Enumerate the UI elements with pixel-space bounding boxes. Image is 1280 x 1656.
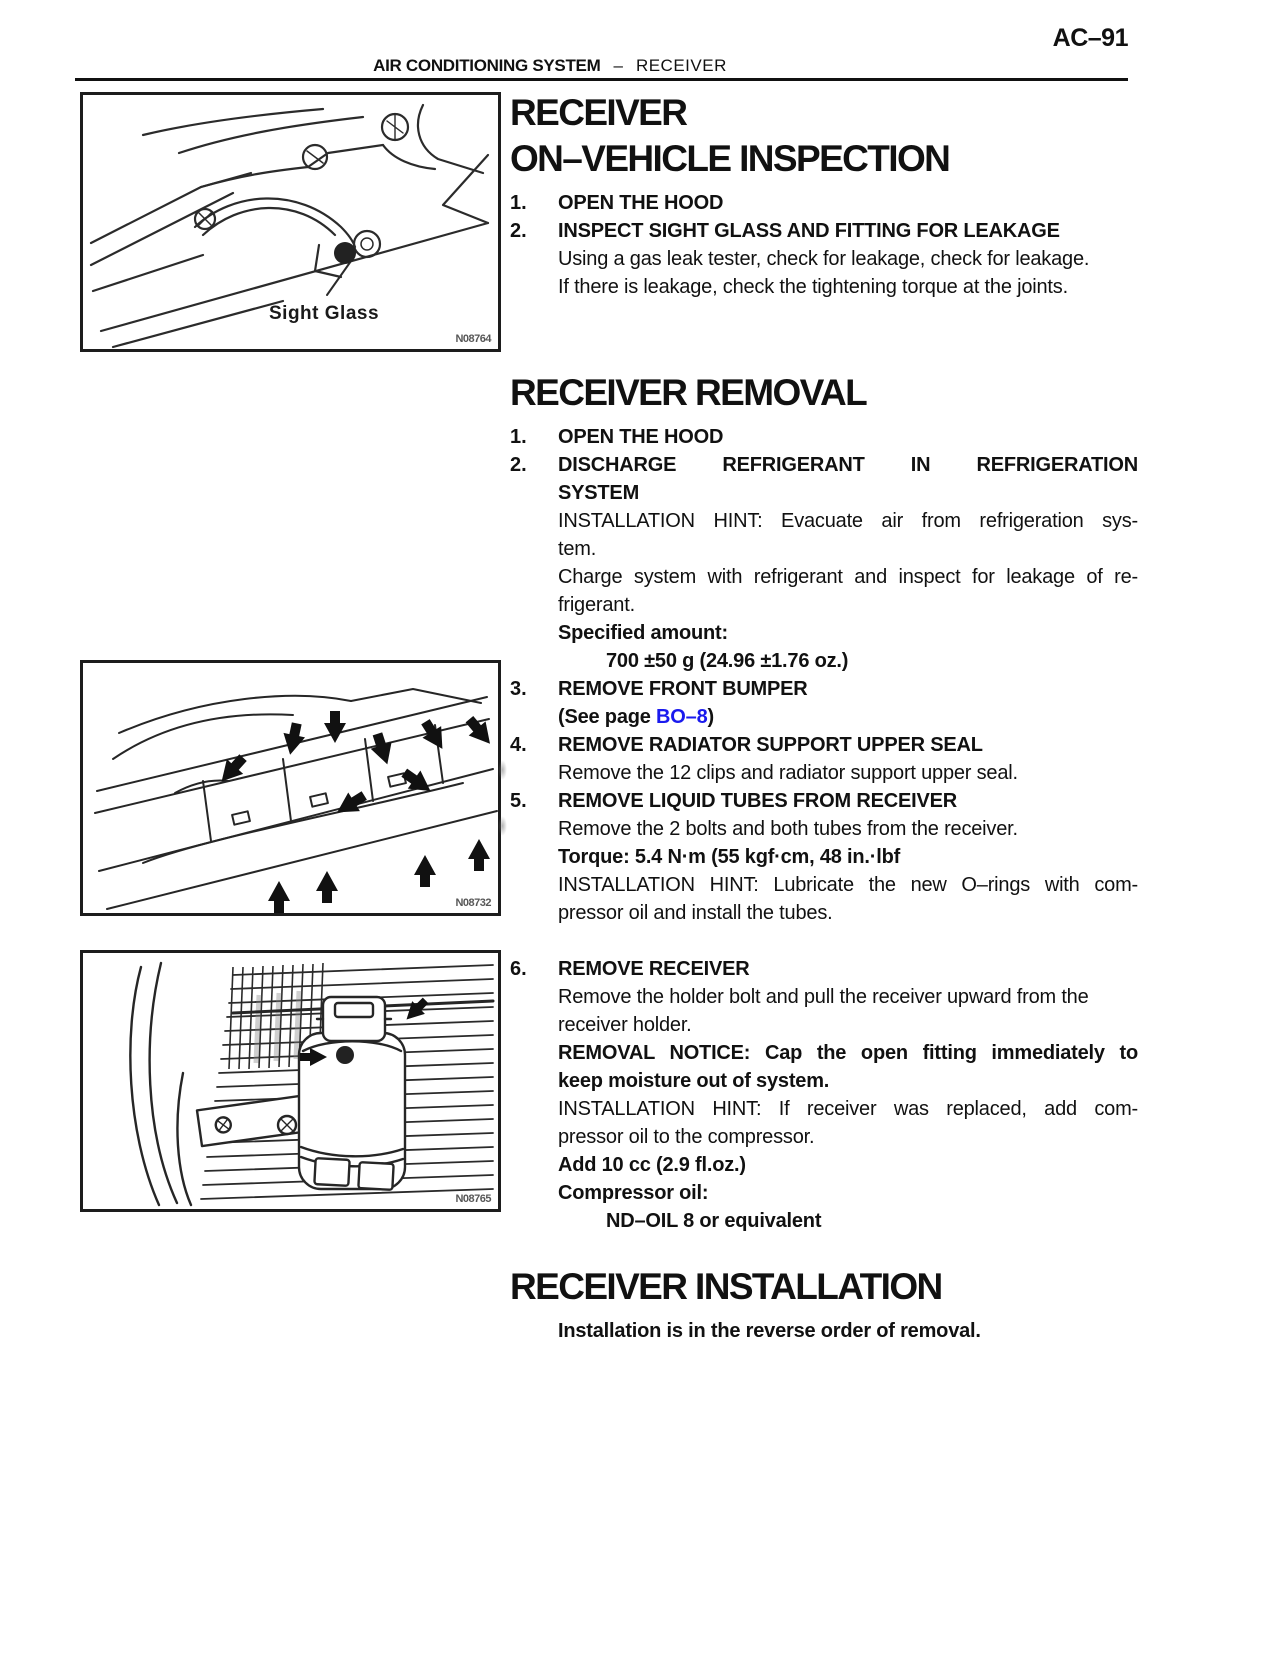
spec-value: 700 ±50 g (24.96 ±1.76 oz.) — [606, 650, 849, 672]
header-rule — [75, 78, 1128, 81]
step-heading: REMOVE RECEIVER — [558, 958, 750, 980]
scan-artifact — [498, 760, 507, 780]
section-title-receiver-removal: RECEIVER REMOVAL — [510, 372, 868, 413]
removal-step-6: 6. REMOVE RECEIVER Remove the holder bol… — [510, 955, 1142, 1235]
see-page-suffix: ) — [707, 706, 715, 728]
receiver-arrows — [300, 997, 429, 1066]
step-heading: OPEN THE HOOD — [558, 192, 724, 214]
step-body-line: If there is leakage, check the tightenin… — [558, 276, 1068, 298]
figure3-code: N08765 — [455, 1193, 491, 1205]
figure2-code: N08732 — [455, 897, 491, 909]
installation-hint-line: INSTALLATION HINT: Lubricate the new O–r… — [558, 874, 1138, 896]
removal-step-1: 1. OPEN THE HOOD — [510, 423, 1142, 451]
step-heading: REMOVE LIQUID TUBES FROM RECEIVER — [558, 790, 957, 812]
section-title-receiver-installation: RECEIVER INSTALLATION — [510, 1266, 943, 1307]
installation-hint-line: INSTALLATION HINT: Evacuate air from ref… — [558, 510, 1138, 532]
step-body-line: Using a gas leak tester, check for leaka… — [558, 248, 1090, 270]
removal-step-2: 2. DISCHARGE REFRIGERANT IN REFRIGERATIO… — [510, 451, 1142, 675]
see-page-line: (See page BO–8) — [558, 703, 1138, 731]
torque-spec: Torque: 5.4 N·m (55 kgf·cm, 48 in.·lbf — [558, 846, 901, 868]
compressor-oil-value: ND–OIL 8 or equivalent — [606, 1210, 822, 1232]
inspection-step-2: 2. INSPECT SIGHT GLASS AND FITTING FOR L… — [510, 217, 1142, 301]
step-body-line: frigerant. — [558, 594, 635, 616]
radiator-support-illustration — [94, 688, 498, 913]
see-page-prefix: (See page — [558, 706, 657, 728]
step-number: 3. — [510, 678, 527, 700]
page-reference-link[interactable]: BO–8 — [656, 706, 708, 728]
receiver-fitting — [336, 1046, 354, 1064]
add-oil-spec: Add 10 cc (2.9 fl.oz.) — [558, 1154, 746, 1176]
installation-hint-line: pressor oil to the compressor. — [558, 1126, 815, 1148]
section-title-receiver: RECEIVER — [510, 92, 688, 133]
step-number: 5. — [510, 790, 527, 812]
removal-notice-line: keep moisture out of system. — [558, 1070, 830, 1092]
installation-hint-line: INSTALLATION HINT: If receiver was repla… — [558, 1098, 1138, 1120]
step-heading: OPEN THE HOOD — [558, 426, 724, 448]
step-number: 1. — [510, 192, 527, 214]
step-body-line: Remove the 12 clips and radiator support… — [558, 762, 1018, 784]
spec-label: Specified amount: — [558, 622, 728, 644]
removal-step-3: 3. REMOVE FRONT BUMPER (See page BO–8) — [510, 675, 1142, 731]
step-heading: DISCHARGE REFRIGERANT IN REFRIGERATION — [558, 454, 1138, 476]
step-heading: INSPECT SIGHT GLASS AND FITTING FOR LEAK… — [558, 220, 1060, 242]
sight-glass-dot — [334, 242, 356, 264]
step-body-line: receiver holder. — [558, 1014, 692, 1036]
sight-glass-illustration: Sight Glass — [89, 103, 490, 349]
figure-radiator-support: N08732 — [80, 660, 501, 916]
step-heading: REMOVE RADIATOR SUPPORT UPPER SEAL — [558, 734, 983, 756]
step-number: 2. — [510, 220, 527, 242]
running-header: AIR CONDITIONING SYSTEM – RECEIVER — [310, 56, 790, 76]
compressor-oil-label: Compressor oil: — [558, 1182, 709, 1204]
step-body-line: Charge system with refrigerant and inspe… — [558, 566, 1138, 588]
removal-step-5: 5. REMOVE LIQUID TUBES FROM RECEIVER Rem… — [510, 787, 1142, 927]
step-number: 2. — [510, 454, 527, 476]
section-installation: RECEIVER INSTALLATION Installation is in… — [510, 1264, 1142, 1345]
section-title-on-vehicle-inspection: ON–VEHICLE INSPECTION — [510, 138, 951, 179]
running-header-dash: – — [613, 56, 623, 75]
scan-artifact — [498, 816, 507, 836]
removal-step-4: 4. REMOVE RADIATOR SUPPORT UPPER SEAL Re… — [510, 731, 1142, 787]
section-removal: RECEIVER REMOVAL 1. OPEN THE HOOD 2. DIS… — [510, 370, 1142, 1235]
figure-sight-glass: Sight Glass N08764 — [80, 92, 501, 352]
installation-hint-line: tem. — [558, 538, 597, 560]
section-inspection: RECEIVER ON–VEHICLE INSPECTION 1. OPEN T… — [510, 90, 1142, 301]
step-body-line: Remove the holder bolt and pull the rece… — [558, 986, 1089, 1008]
installation-hint-line: pressor oil and install the tubes. — [558, 902, 833, 924]
running-header-subsection: RECEIVER — [635, 56, 727, 75]
page-number: AC–91 — [1052, 24, 1129, 52]
running-header-section: AIR CONDITIONING SYSTEM — [373, 56, 601, 75]
installation-body: Installation is in the reverse order of … — [558, 1320, 981, 1342]
step-heading: REMOVE FRONT BUMPER — [558, 678, 808, 700]
step-heading-cont: SYSTEM — [558, 482, 640, 504]
removal-notice-line: REMOVAL NOTICE: Cap the open fitting imm… — [558, 1042, 1138, 1064]
step-number: 1. — [510, 426, 527, 448]
step-number: 6. — [510, 958, 527, 980]
receiver-illustration — [129, 961, 495, 1207]
figure1-code: N08764 — [455, 333, 491, 345]
step-body-line: Remove the 2 bolts and both tubes from t… — [558, 818, 1018, 840]
sight-glass-label: Sight Glass — [269, 303, 379, 324]
figure-receiver: N08765 — [80, 950, 501, 1212]
inspection-step-1: 1. OPEN THE HOOD — [510, 189, 1142, 217]
step-number: 4. — [510, 734, 527, 756]
clip-arrows — [221, 711, 490, 913]
